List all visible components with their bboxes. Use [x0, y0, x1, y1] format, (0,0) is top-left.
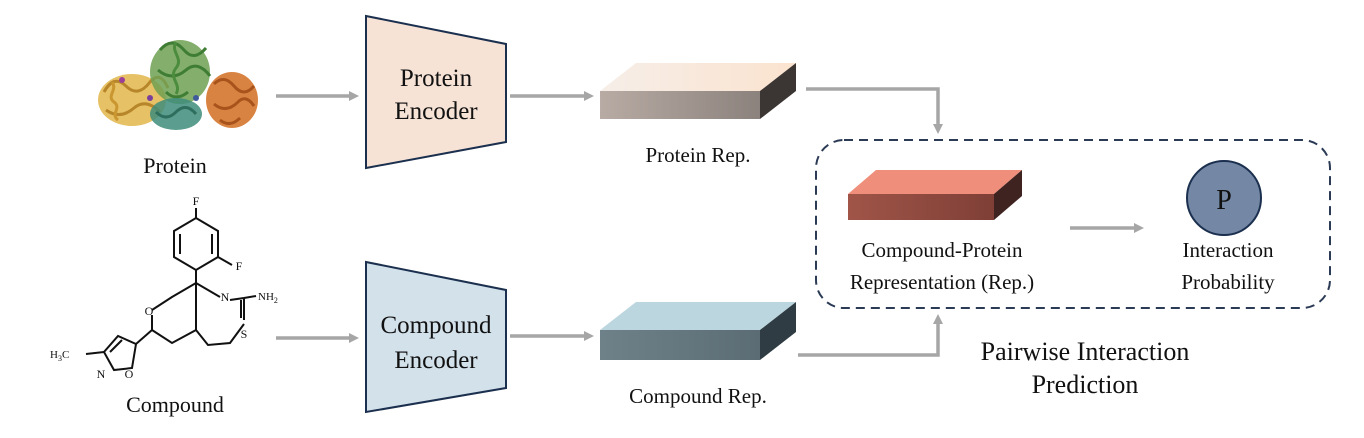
compound-protein-rep-block [848, 170, 1022, 220]
output-symbol: P [1216, 185, 1232, 216]
atom-n-isox: N [97, 367, 106, 381]
compound-encoder: Compound Encoder [365, 260, 507, 414]
protein-encoder: Protein Encoder [365, 14, 507, 170]
protein-rep-label: Protein Rep. [646, 143, 751, 167]
compound-encoder-line1: Compound [380, 312, 492, 339]
atom-nh2: NH2 [258, 291, 278, 305]
protein-encoder-line1: Protein [400, 65, 473, 92]
atom-f-right: F [236, 259, 243, 273]
pairwise-title-line2: Prediction [1032, 370, 1139, 399]
atom-o-ring: O [145, 304, 154, 318]
protein-encoder-line2: Encoder [394, 98, 478, 125]
protein-rep-block [600, 63, 796, 119]
compound-structure-image [85, 208, 257, 372]
output-label-line2: Probability [1181, 270, 1275, 294]
compound-label: Compound [126, 392, 224, 417]
atom-n-ring: N [221, 290, 230, 304]
output-label-line1: Interaction [1183, 238, 1274, 262]
compound-rep-block [600, 302, 796, 360]
joint-rep-label-line2: Representation (Rep.) [850, 270, 1034, 294]
atom-s-ring: S [241, 327, 248, 341]
output-probability-node [1186, 160, 1262, 236]
pairwise-prediction-box [815, 139, 1331, 309]
atom-o-isox: O [125, 367, 134, 381]
arrow-protein-rep-to-pairwise [806, 87, 943, 134]
compound-atom-labels: F F N S O NH2 H3C N O [50, 194, 278, 381]
joint-rep-label-line1: Compound-Protein [862, 238, 1023, 262]
arrow-compound-rep-to-pairwise [798, 314, 943, 357]
compound-encoder-line2: Encoder [394, 347, 478, 374]
protein-label: Protein [143, 153, 207, 178]
compound-rep-label: Compound Rep. [629, 384, 767, 408]
protein-structure-image [98, 40, 258, 130]
pairwise-title-line1: Pairwise Interaction [981, 337, 1190, 366]
atom-ch3: H3C [50, 349, 69, 363]
atom-f-top: F [193, 194, 200, 208]
